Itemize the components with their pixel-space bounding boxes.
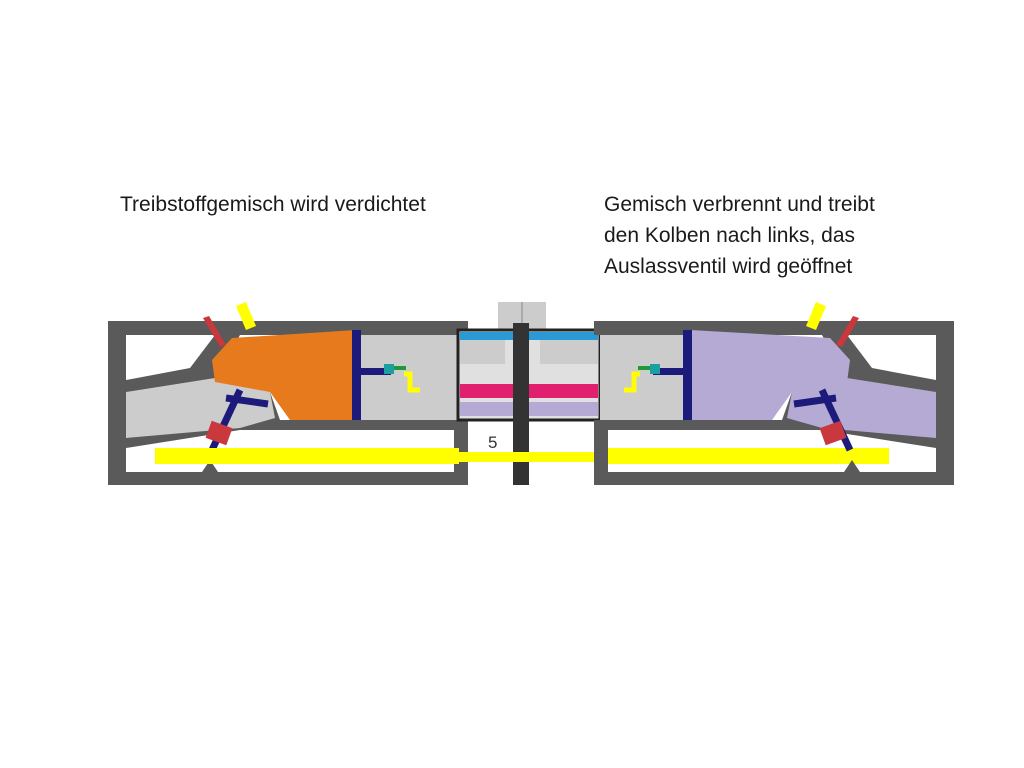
caption-left-line: Treibstoffgemisch wird verdichtet — [120, 193, 426, 216]
left-inlet-valve-head — [225, 394, 269, 408]
right-spark-plug — [819, 420, 847, 446]
compressed-mixture-chamber — [212, 330, 356, 420]
right-housing-top-wall — [594, 321, 954, 335]
fuel-line-right — [594, 448, 889, 464]
center-column: 5 — [456, 302, 602, 485]
caption-right-line: Gemisch verbrennt und treibt — [604, 193, 875, 216]
right-exhaust-valve-head — [793, 394, 837, 408]
caption-left: Treibstoffgemisch wird verdichtet — [120, 189, 500, 220]
center-grey-slot-right — [540, 340, 598, 364]
left-housing-top-wall — [108, 321, 468, 335]
fuel-line-left — [155, 448, 459, 464]
caption-right-line: den Kolben nach links, das — [604, 224, 856, 247]
right-valve-assembly — [793, 302, 859, 452]
left-housing-left-wall — [108, 321, 126, 485]
right-injector — [836, 316, 859, 347]
burning-gas-chamber — [690, 330, 850, 420]
center-grey-slot-left — [460, 340, 505, 364]
right-housing-floor-bump — [844, 460, 860, 472]
left-piston-stem — [361, 368, 391, 375]
left-housing-lower-shelf — [240, 420, 468, 430]
left-housing-floor-bump — [202, 460, 218, 472]
right-yellow-lever — [624, 371, 640, 393]
fuel-line-center — [459, 452, 594, 462]
right-housing-bottom-wall — [594, 472, 954, 485]
left-valve-link — [394, 366, 406, 370]
left-valve-actuator — [384, 364, 394, 374]
left-spark-plug — [205, 420, 233, 446]
right-piston-head — [683, 330, 692, 420]
left-injector — [203, 316, 226, 347]
right-piston-assembly — [600, 330, 692, 420]
left-housing-bottom-wall — [108, 472, 468, 485]
right-valve-actuator — [650, 364, 660, 374]
left-piston-head — [352, 330, 361, 420]
right-housing-left-wall — [594, 420, 608, 485]
right-top-fuel-stub — [806, 302, 826, 330]
right-piston-stem — [653, 368, 683, 375]
caption-right-line: Auslassventil wird geöffnet — [604, 255, 853, 278]
left-piston-assembly — [352, 330, 458, 420]
center-label: 5 — [488, 433, 497, 452]
left-top-fuel-stub — [236, 302, 256, 330]
center-shaft — [513, 323, 529, 485]
fuel-line — [155, 448, 889, 464]
right-housing-right-wall — [936, 321, 954, 485]
caption-right: Gemisch verbrennt und treibt den Kolben … — [604, 189, 964, 282]
right-housing-lower-shelf — [594, 420, 822, 430]
right-piston-face — [600, 335, 683, 420]
right-valve-link — [638, 366, 650, 370]
left-yellow-lever — [404, 371, 420, 393]
left-valve-assembly — [203, 302, 269, 452]
